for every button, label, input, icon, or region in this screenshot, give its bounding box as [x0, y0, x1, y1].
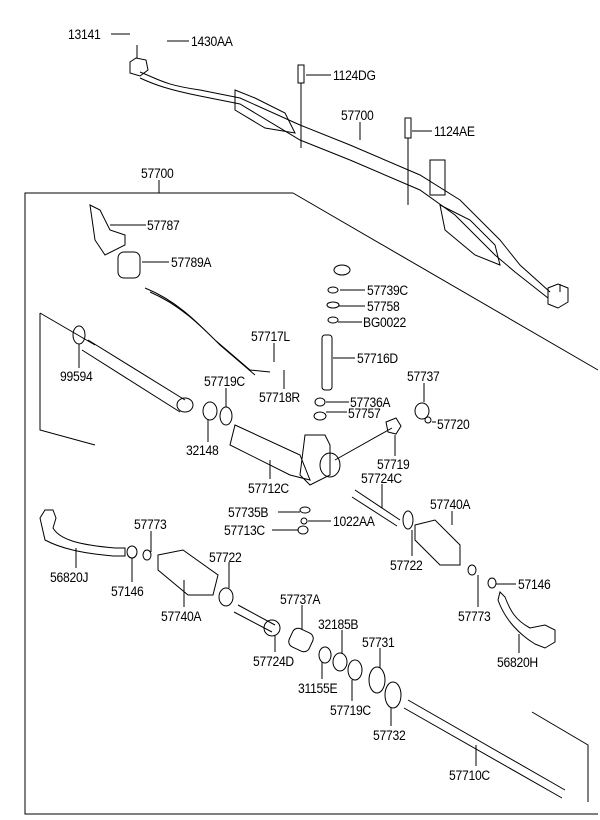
part-label-57773-right: 57773 — [458, 609, 491, 624]
part-label-57716D: 57716D — [357, 351, 398, 366]
ring-seal — [202, 401, 218, 421]
ring-seal — [263, 619, 281, 637]
ring-seal — [318, 646, 332, 664]
part-label-57722-left: 57722 — [209, 550, 242, 565]
part-label-57739C: 57739C — [367, 283, 408, 298]
part-label-13141: 13141 — [68, 27, 101, 42]
part-label-57719C-upper: 57719C — [204, 374, 245, 389]
part-label-57720: 57720 — [437, 417, 470, 432]
part-label-57773-left: 57773 — [134, 517, 167, 532]
ring-seal — [300, 517, 308, 525]
part-label-57757: 57757 — [348, 406, 381, 421]
part-label-57700-top: 57700 — [341, 108, 374, 123]
ring-seal — [467, 564, 477, 576]
part-label-57700-box: 57700 — [141, 166, 174, 181]
ring-seal — [402, 510, 414, 530]
ring-seal — [327, 316, 339, 324]
tie-rod-end-56820H — [497, 591, 556, 649]
part-label-1124AE: 1124AE — [434, 124, 475, 139]
part-label-57724D: 57724D — [253, 654, 294, 669]
part-label-57713C: 57713C — [224, 523, 265, 538]
boot-57740A-right — [414, 519, 461, 566]
leader-lines — [75, 33, 520, 766]
rack-57710C — [403, 699, 589, 802]
boot-57740A-left — [157, 549, 219, 596]
part-label-57758: 57758 — [367, 299, 400, 314]
pressure-lines — [144, 287, 271, 376]
part-label-57740A-right: 57740A — [430, 497, 471, 512]
part-label-56820H: 56820H — [497, 655, 538, 670]
part-label-57735B: 57735B — [228, 505, 269, 520]
ring-seal — [176, 397, 194, 413]
part-label-57719C-lower: 57719C — [330, 703, 371, 718]
ring-seal — [314, 397, 326, 407]
ring-seal — [327, 286, 339, 294]
inner-rod-57724D — [233, 604, 276, 633]
inner-rod-57724C — [351, 489, 401, 527]
part-label-57710C: 57710C — [449, 768, 490, 783]
bush-57737A — [288, 627, 314, 653]
ring-seal — [333, 264, 351, 276]
part-label-57737A: 57737A — [280, 592, 321, 607]
part-label-1430AA: 1430AA — [191, 34, 233, 49]
bracket-lines — [39, 312, 96, 446]
ring-seal — [332, 652, 348, 672]
part-label-32148: 32148 — [186, 443, 219, 458]
connector-57719 — [334, 417, 402, 461]
part-label-57724C: 57724C — [361, 471, 402, 486]
part-label-1022AA: 1022AA — [333, 514, 375, 529]
assembly-box-outline — [24, 180, 599, 815]
valve-57716D — [321, 334, 333, 391]
ring-seal — [126, 545, 138, 559]
ring-seal — [487, 577, 497, 589]
ring-seal — [218, 587, 234, 607]
ring-seal — [313, 411, 327, 421]
part-label-57789A: 57789A — [171, 255, 212, 270]
part-label-57146-right: 57146 — [518, 577, 551, 592]
part-label-57712C: 57712C — [248, 481, 289, 496]
part-label-1124DG: 1124DG — [333, 68, 376, 83]
part-label-57146-left: 57146 — [111, 584, 144, 599]
ring-seal — [326, 301, 340, 309]
part-label-57732: 57732 — [373, 728, 406, 743]
cylinder-tube — [81, 339, 186, 413]
part-label-57736A: 57736A — [350, 395, 391, 410]
part-label-57718R: 57718R — [259, 390, 300, 405]
part-label-57737: 57737 — [407, 369, 440, 384]
ring-seal — [384, 681, 402, 709]
ring-seal — [368, 666, 386, 694]
ring-seal — [219, 406, 233, 426]
part-label-32185B: 32185B — [318, 617, 359, 632]
ring-seal — [72, 325, 86, 345]
rings-and-seals — [72, 264, 497, 709]
bush-57789A — [117, 251, 141, 279]
part-label-57719: 57719 — [377, 457, 410, 472]
ring-seal — [299, 506, 311, 514]
part-label-56820J: 56820J — [50, 570, 89, 585]
steering-gear-assembly — [129, 45, 569, 309]
part-label-57731: 57731 — [362, 635, 395, 650]
part-label-99594: 99594 — [60, 369, 93, 384]
part-label-31155E: 31155E — [298, 681, 338, 696]
tie-rod-end-56820J — [39, 509, 126, 557]
part-label-BG0022: BG0022 — [363, 315, 406, 330]
ring-seal — [424, 416, 432, 424]
gear-housing-57712C — [229, 424, 331, 486]
ring-seal — [142, 549, 152, 561]
ring-seal — [319, 452, 341, 478]
part-label-57787: 57787 — [147, 218, 180, 233]
ring-seal — [347, 659, 363, 681]
part-label-57717L: 57717L — [251, 329, 290, 344]
ring-seal — [297, 525, 309, 535]
exploded-parts — [39, 204, 589, 802]
part-label-57740A-left: 57740A — [161, 609, 202, 624]
ring-seal — [414, 402, 430, 420]
bracket-57787 — [89, 204, 126, 256]
part-label-57722-right: 57722 — [390, 558, 423, 573]
